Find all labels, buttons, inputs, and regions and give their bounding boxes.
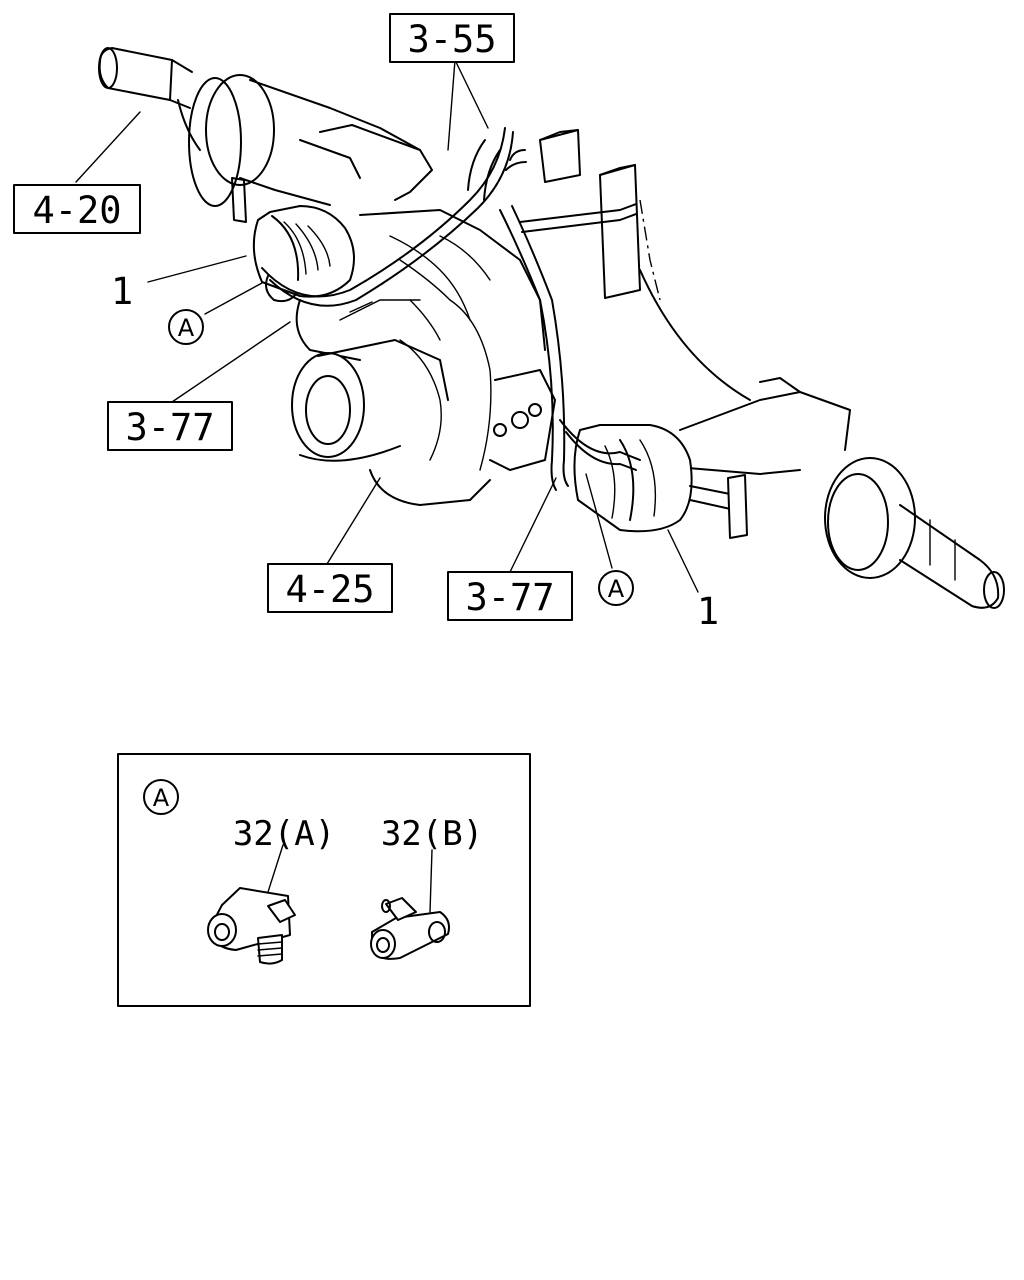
- ref-3-77-left: 3-77: [107, 401, 233, 451]
- ref-4-25-label: 4-25: [285, 568, 374, 611]
- ref-3-55-label: 3-55: [407, 18, 496, 61]
- svg-text:A: A: [608, 575, 625, 603]
- ref-4-25: 4-25: [267, 563, 393, 613]
- ref-3-77-left-label: 3-77: [125, 406, 214, 449]
- item-1-right-label: 1: [697, 590, 719, 633]
- detail-marker-a-left: A: [168, 309, 204, 345]
- part-32b-label: 32(B): [381, 814, 483, 854]
- detail-box-a: A 32(A) 32(B): [117, 753, 531, 1007]
- svg-text:A: A: [178, 314, 195, 342]
- part-32a-label: 32(A): [233, 814, 335, 854]
- ref-4-20: 4-20: [13, 184, 141, 234]
- leader-lines: [75, 59, 699, 913]
- fitting-32a-drawing: [207, 887, 296, 965]
- axle-assembly-drawing: [98, 47, 1005, 609]
- detail-box-marker: A: [143, 779, 179, 815]
- svg-text:A: A: [153, 784, 170, 812]
- detail-marker-a-right: A: [598, 570, 634, 606]
- ref-3-55: 3-55: [389, 13, 515, 63]
- fitting-32b-drawing: [370, 897, 450, 960]
- ref-4-20-label: 4-20: [32, 189, 121, 232]
- item-1-left-label: 1: [111, 270, 133, 313]
- ref-3-77-bottom-label: 3-77: [465, 576, 554, 619]
- ref-3-77-bottom: 3-77: [447, 571, 573, 621]
